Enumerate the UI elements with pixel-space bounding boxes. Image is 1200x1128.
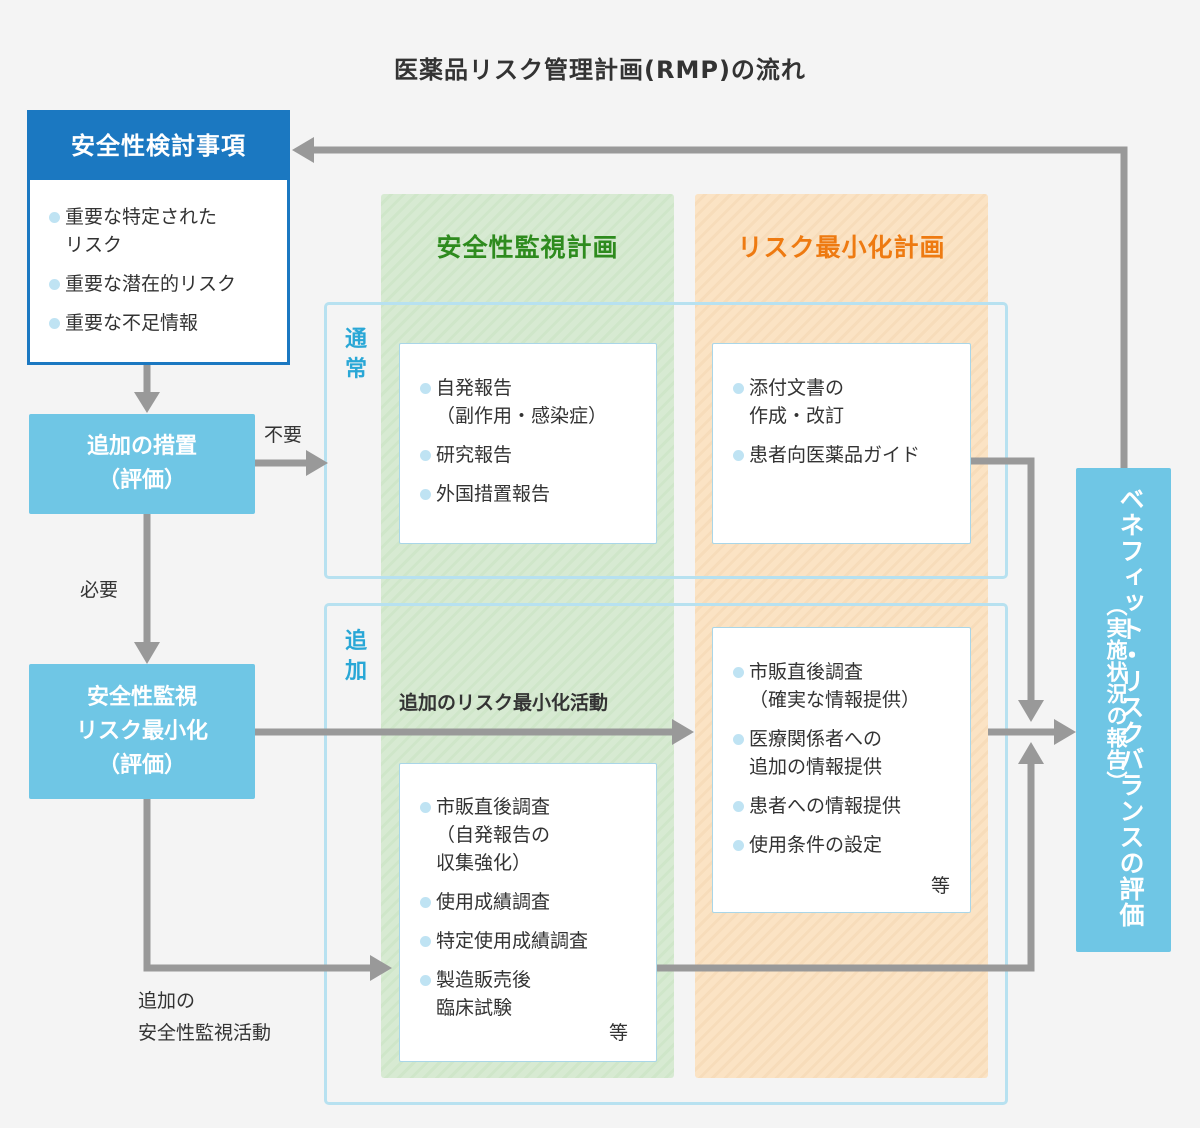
benefit-risk-evaluation-label: ベネフィット・リスクバランスの評価	[1116, 486, 1145, 928]
list-item: 市販直後調査（確実な情報提供）	[733, 658, 920, 714]
needed-arrowhead	[134, 642, 160, 664]
sm-rm-evaluation-box: 安全性監視 リスク最小化 （評価）	[29, 664, 255, 799]
normal-risk-minimization-list: 添付文書の作成・改訂患者向医薬品ガイド	[733, 374, 920, 480]
list-item: 使用条件の設定	[733, 831, 920, 859]
unneeded-label: 不要	[264, 424, 303, 446]
additional-sm-activity-line2: 安全性監視活動	[138, 1022, 272, 1044]
additional-sm-activity-line1: 追加の	[138, 990, 196, 1012]
normal-section-label: 通常	[344, 327, 367, 382]
risk-minimization-heading: リスク最小化計画	[737, 233, 946, 262]
etc-label: 等	[608, 1022, 628, 1044]
down-arrowhead	[1018, 700, 1044, 722]
safety-monitoring-heading: 安全性監視計画	[436, 233, 619, 262]
normal-safety-monitoring-box: 自発報告（副作用・感染症） 研究報告外国措置報告	[399, 343, 657, 544]
additional-safety-monitoring-box: 市販直後調査（自発報告の収集強化） 使用成績調査特定使用成績調査製造販売後臨床試験…	[399, 763, 657, 1062]
normal-risk-minimization-box: 添付文書の作成・改訂患者向医薬品ガイド	[712, 343, 971, 544]
feedback-arrow-line	[312, 146, 1128, 468]
etc-label: 等	[930, 875, 950, 897]
additional-sm-up-line	[657, 762, 1035, 972]
additional-measures-eval: （評価）	[97, 468, 186, 493]
additional-sm-arrowhead	[370, 955, 392, 981]
list-item: 外国措置報告	[420, 480, 607, 508]
list-item: 重要な不足情報	[49, 309, 236, 337]
additional-measures-label: 追加の措置	[86, 434, 197, 459]
implementation-report-label: （実施状況の報告）	[1104, 595, 1128, 793]
sm-rm-eval: （評価）	[97, 752, 186, 778]
normal-rm-down-line	[971, 457, 1035, 702]
additional-safety-monitoring-list: 市販直後調査（自発報告の収集強化） 使用成績調査特定使用成績調査製造販売後臨床試験	[420, 793, 588, 1033]
additional-rm-arrowhead	[672, 719, 694, 745]
additional-sm-activity-label: 追加の 安全性監視活動	[138, 985, 271, 1049]
list-item: 医療関係者への追加の情報提供	[733, 725, 920, 781]
needed-label: 必要	[80, 579, 119, 601]
additional-section	[324, 603, 1008, 1105]
additional-sm-arrow-line	[143, 799, 372, 972]
additional-risk-minimization-list: 市販直後調査（確実な情報提供） 医療関係者への追加の情報提供患者への情報提供使用条…	[733, 658, 920, 870]
list-item: 患者向医薬品ガイド	[733, 441, 920, 469]
additional-section-label: 追加	[344, 629, 367, 684]
list-item: 患者への情報提供	[733, 792, 920, 820]
normal-section	[324, 302, 1008, 579]
list-item: 製造販売後臨床試験	[420, 966, 588, 1022]
benefit-arrowhead	[1054, 719, 1076, 745]
diagram-title: 医薬品リスク管理計画(RMP)の流れ	[394, 56, 806, 84]
list-item: 研究報告	[420, 441, 607, 469]
unneeded-arrowhead	[306, 450, 328, 476]
benefit-risk-evaluation-box	[1076, 468, 1171, 952]
list-item: 市販直後調査（自発報告の収集強化）	[420, 793, 588, 877]
list-item: 添付文書の作成・改訂	[733, 374, 920, 430]
safety-specification-list: 重要な特定されたリスク重要な潜在的リスク重要な不足情報	[49, 203, 236, 348]
feedback-arrowhead	[292, 137, 314, 163]
up-arrowhead	[1018, 742, 1044, 764]
additional-risk-minimization-box: 市販直後調査（確実な情報提供） 医療関係者への追加の情報提供患者への情報提供使用条…	[712, 627, 971, 913]
additional-rm-activity-label: 追加のリスク最小化活動	[399, 692, 609, 714]
additional-measures-box: 追加の措置 （評価）	[29, 414, 255, 514]
list-item: 使用成績調査	[420, 888, 588, 916]
sm-rm-label-2: リスク最小化	[75, 718, 208, 744]
normal-safety-monitoring-list: 自発報告（副作用・感染症） 研究報告外国措置報告	[420, 374, 607, 519]
list-item: 重要な特定されたリスク	[49, 203, 236, 259]
safety-specification-heading: 安全性検討事項	[30, 113, 287, 180]
list-item: 特定使用成績調査	[420, 927, 588, 955]
list-item: 自発報告（副作用・感染症）	[420, 374, 607, 430]
list-item: 重要な潜在的リスク	[49, 270, 236, 298]
sm-rm-label-1: 安全性監視	[86, 684, 197, 710]
spec-arrowhead	[134, 392, 160, 413]
